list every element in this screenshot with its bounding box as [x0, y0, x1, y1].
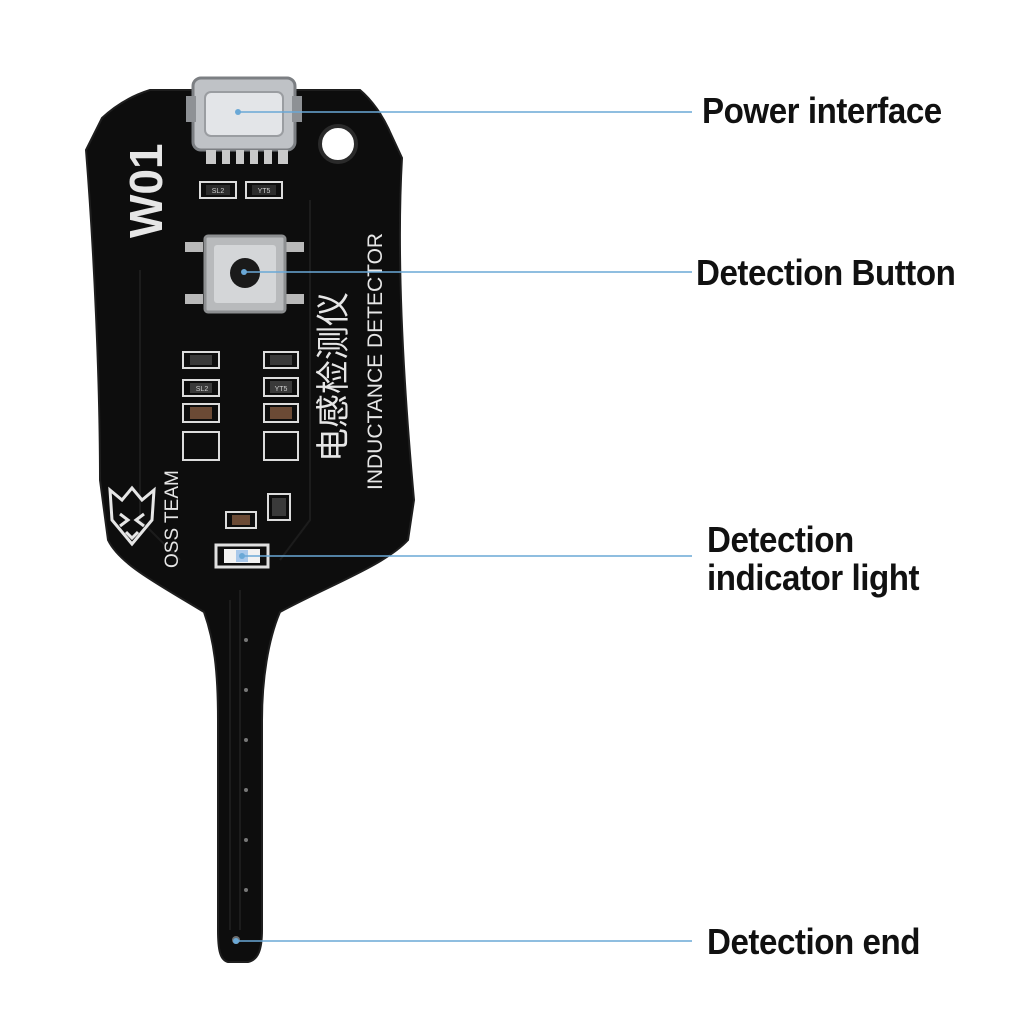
pcb-traces — [139, 200, 311, 930]
usb-c-port — [186, 76, 302, 164]
leader-lines — [236, 111, 692, 942]
smd-components-right — [263, 351, 299, 521]
label-power-interface: Power interface — [702, 92, 942, 130]
chinese-title: 电感检测仪 — [315, 292, 353, 462]
oss-team-logo — [108, 485, 156, 547]
label-line: indicator light — [707, 557, 920, 598]
mounting-hole — [318, 124, 358, 164]
label-detection-indicator-light: Detection indicator light — [707, 519, 920, 598]
label-detection-button: Detection Button — [696, 252, 956, 293]
pcb-outline — [84, 89, 416, 963]
part-mark-3: SL2 — [196, 386, 209, 393]
probe-pads — [244, 638, 248, 892]
part-mark-2: YT5 — [258, 188, 271, 195]
english-title: INDUCTANCE DETECTOR — [364, 233, 387, 490]
label-detection-end: Detection end — [707, 923, 920, 961]
model-label: W01 — [120, 143, 172, 238]
label-line: Detection Button — [696, 252, 956, 293]
part-mark-1: SL2 — [212, 188, 225, 195]
smd-components-left — [182, 351, 220, 461]
part-mark-4: YT5 — [275, 386, 288, 393]
brand-label: OSS TEAM — [162, 470, 183, 568]
label-line: Detection end — [707, 921, 921, 962]
label-line: Detection — [707, 519, 854, 560]
usb-resistors: SL2 YT5 — [199, 181, 283, 199]
label-line: Power interface — [702, 90, 942, 131]
